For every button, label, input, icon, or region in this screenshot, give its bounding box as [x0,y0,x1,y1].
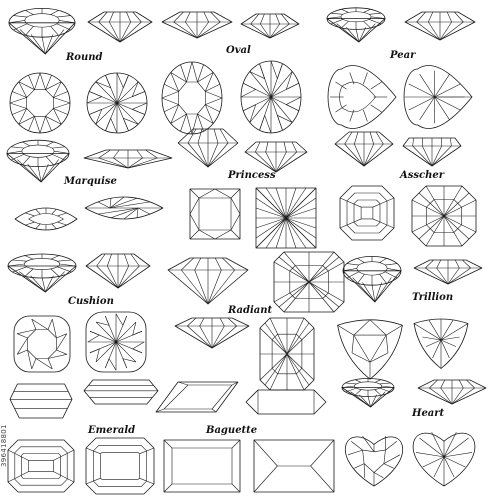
gem-drawings [6,7,487,495]
label-round: Round [66,52,103,63]
pear-top [327,65,397,129]
oval-side-2 [240,13,300,39]
marquise-top [14,207,78,231]
baguette-top [163,439,241,493]
asscher-tilted [334,131,394,167]
pear-tilted [326,7,386,43]
marquise-tilted [6,139,70,183]
princess-top [189,188,241,240]
trillion-top [337,319,403,380]
princess-bottom [255,187,317,249]
label-emerald: Emerald [88,425,136,436]
radiant-top [259,317,315,391]
radiant-tilted [167,257,249,305]
cushion-top [13,315,71,373]
pear-bottom [403,65,473,129]
trillion-tilted [342,255,402,303]
label-radiant: Radiant [228,305,273,316]
radiant-bottom [273,251,345,313]
marquise-bottom [84,196,164,220]
stock-id-watermark: 396418801 [0,424,8,468]
emerald-bottom [85,437,155,495]
oval-top [161,61,223,135]
round-top [9,72,71,134]
emerald-top [7,439,75,493]
round-bottom [86,72,148,134]
trillion-side [413,259,483,285]
label-cushion: Cushion [68,296,114,307]
oval-side-1 [161,11,233,39]
asscher-top [339,185,395,241]
cushion-tilted [7,253,77,293]
label-trillion: Trillion [412,292,454,303]
baguette-bottom [253,439,335,493]
label-heart: Heart [412,408,445,419]
cushion-bottom [85,311,147,373]
asscher-side [402,137,462,167]
princess-side [244,141,308,173]
trillion-bottom [413,318,469,369]
label-oval: Oval [226,45,251,56]
heart-top [345,435,403,487]
label-asscher: Asscher [400,170,445,181]
label-pear: Pear [390,50,416,61]
marquise-side [83,149,173,169]
label-princess: Princess [228,170,276,181]
label-baguette: Baguette [206,425,258,436]
asscher-bottom [411,185,477,247]
princess-tilted [177,128,239,168]
heart-bottom [412,432,476,487]
oval-bottom [240,60,302,134]
heart-side [417,379,487,405]
round-side [87,11,153,43]
baguette-tilted [155,381,239,413]
label-marquise: Marquise [64,176,117,187]
cushion-side [85,253,151,289]
emerald-tilted [9,383,73,419]
round-tilted [8,7,76,55]
radiant-side [174,317,250,349]
pear-side [404,11,476,41]
emerald-side [83,379,159,405]
baguette-side [245,389,327,415]
heart-tilted [341,378,395,408]
